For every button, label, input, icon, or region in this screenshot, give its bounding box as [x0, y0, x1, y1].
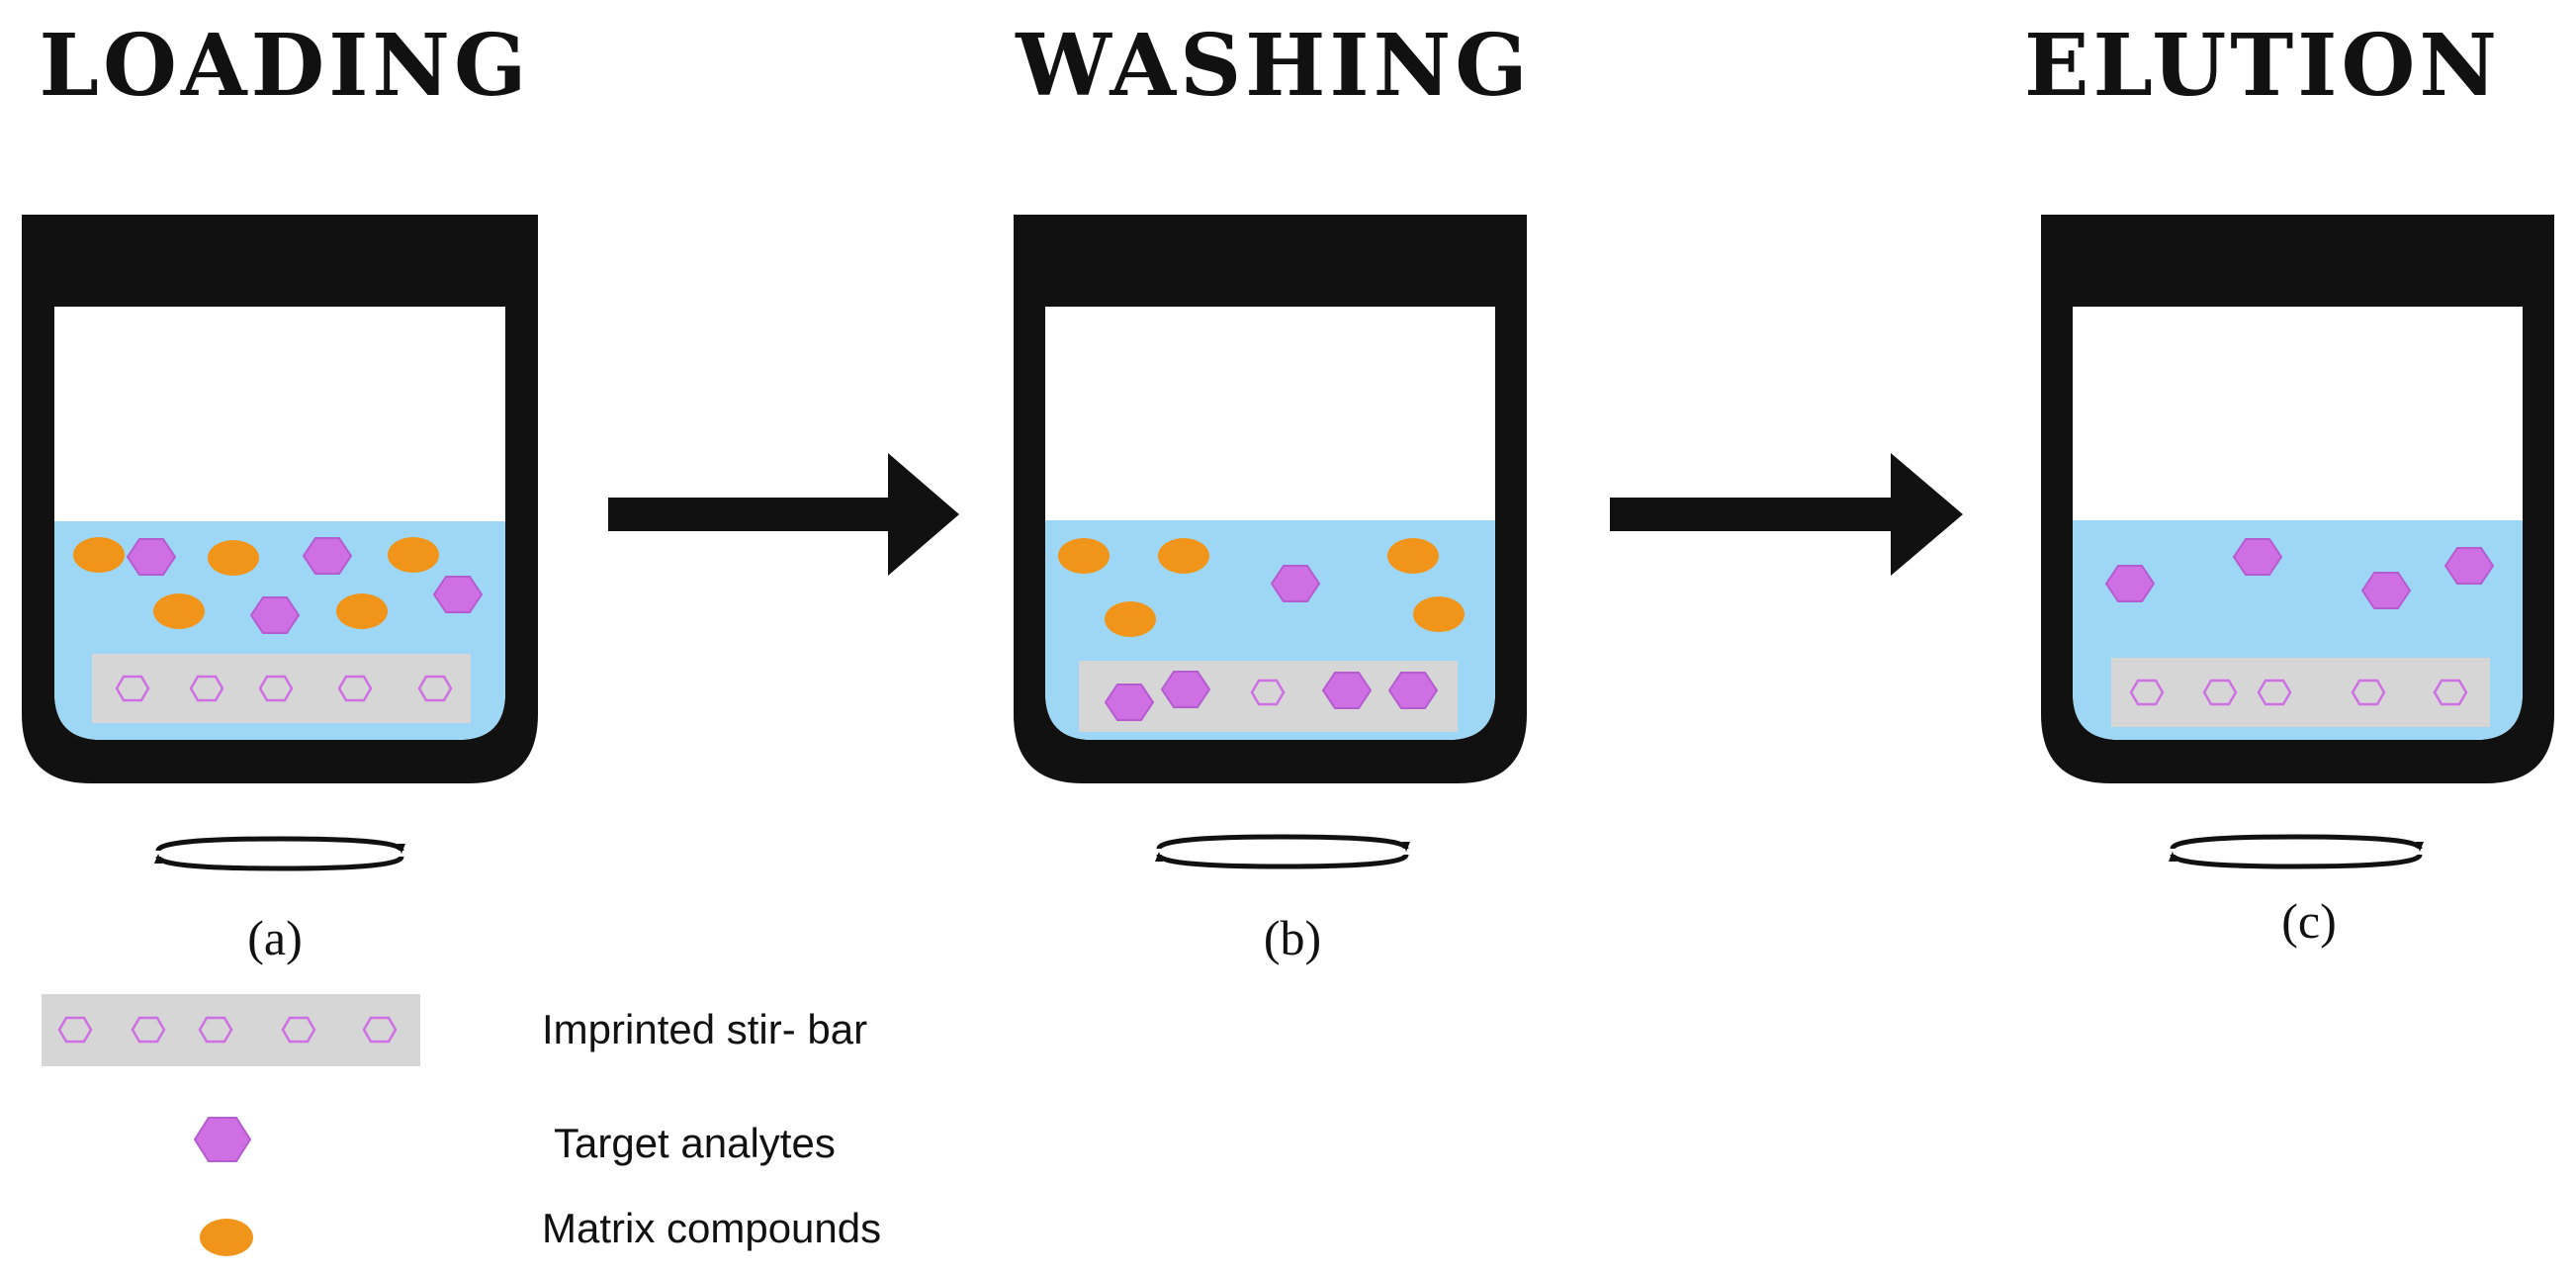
panel-label-b: (b)	[1264, 910, 1321, 965]
legend-label-analyte: Target analytes	[554, 1120, 836, 1166]
stir-bar-cavities	[115, 675, 453, 702]
panel-label-c: (c)	[2281, 893, 2337, 949]
target-analytes	[2104, 538, 2495, 609]
legend: Imprinted stir- bar Target analytes Matr…	[42, 994, 881, 1256]
vessel-elution: (c)	[2041, 215, 2554, 949]
target-analytes	[1104, 565, 1439, 721]
imprinted-stir-bar	[92, 654, 471, 723]
vessel-cap	[2041, 215, 2554, 307]
panel-label-a: (a)	[247, 910, 303, 965]
step-title-loading: LOADING	[40, 16, 531, 116]
matrix-compounds	[73, 537, 439, 629]
process-arrow-icon	[608, 453, 959, 576]
vessel-washing: (b)	[1014, 215, 1527, 965]
step-title-elution: ELUTION	[2024, 16, 2501, 116]
rotation-arrows-icon	[1155, 834, 1410, 869]
legend-label-matrix: Matrix compounds	[542, 1205, 881, 1251]
process-arrow-icon	[1610, 453, 1963, 576]
vessel-cap	[1014, 215, 1527, 307]
target-analytes	[126, 537, 484, 634]
step-title-washing: WASHING	[1015, 16, 1531, 116]
stir-bar-cavities	[2129, 679, 2468, 706]
rotation-arrows-icon	[2169, 834, 2424, 869]
stir-bar-cavities	[1250, 679, 1286, 706]
matrix-compounds	[1058, 538, 1465, 637]
imprinted-stir-bar	[2111, 658, 2490, 727]
vessel-loading: (a)	[22, 215, 538, 965]
legend-matrix-swatch	[200, 1219, 253, 1256]
rotation-arrows-icon	[154, 836, 405, 871]
legend-stir-bar-swatch	[42, 994, 420, 1066]
legend-analyte-swatch	[193, 1117, 252, 1162]
legend-label-stir-bar: Imprinted stir- bar	[542, 1006, 867, 1052]
vessel-cap	[22, 215, 538, 307]
